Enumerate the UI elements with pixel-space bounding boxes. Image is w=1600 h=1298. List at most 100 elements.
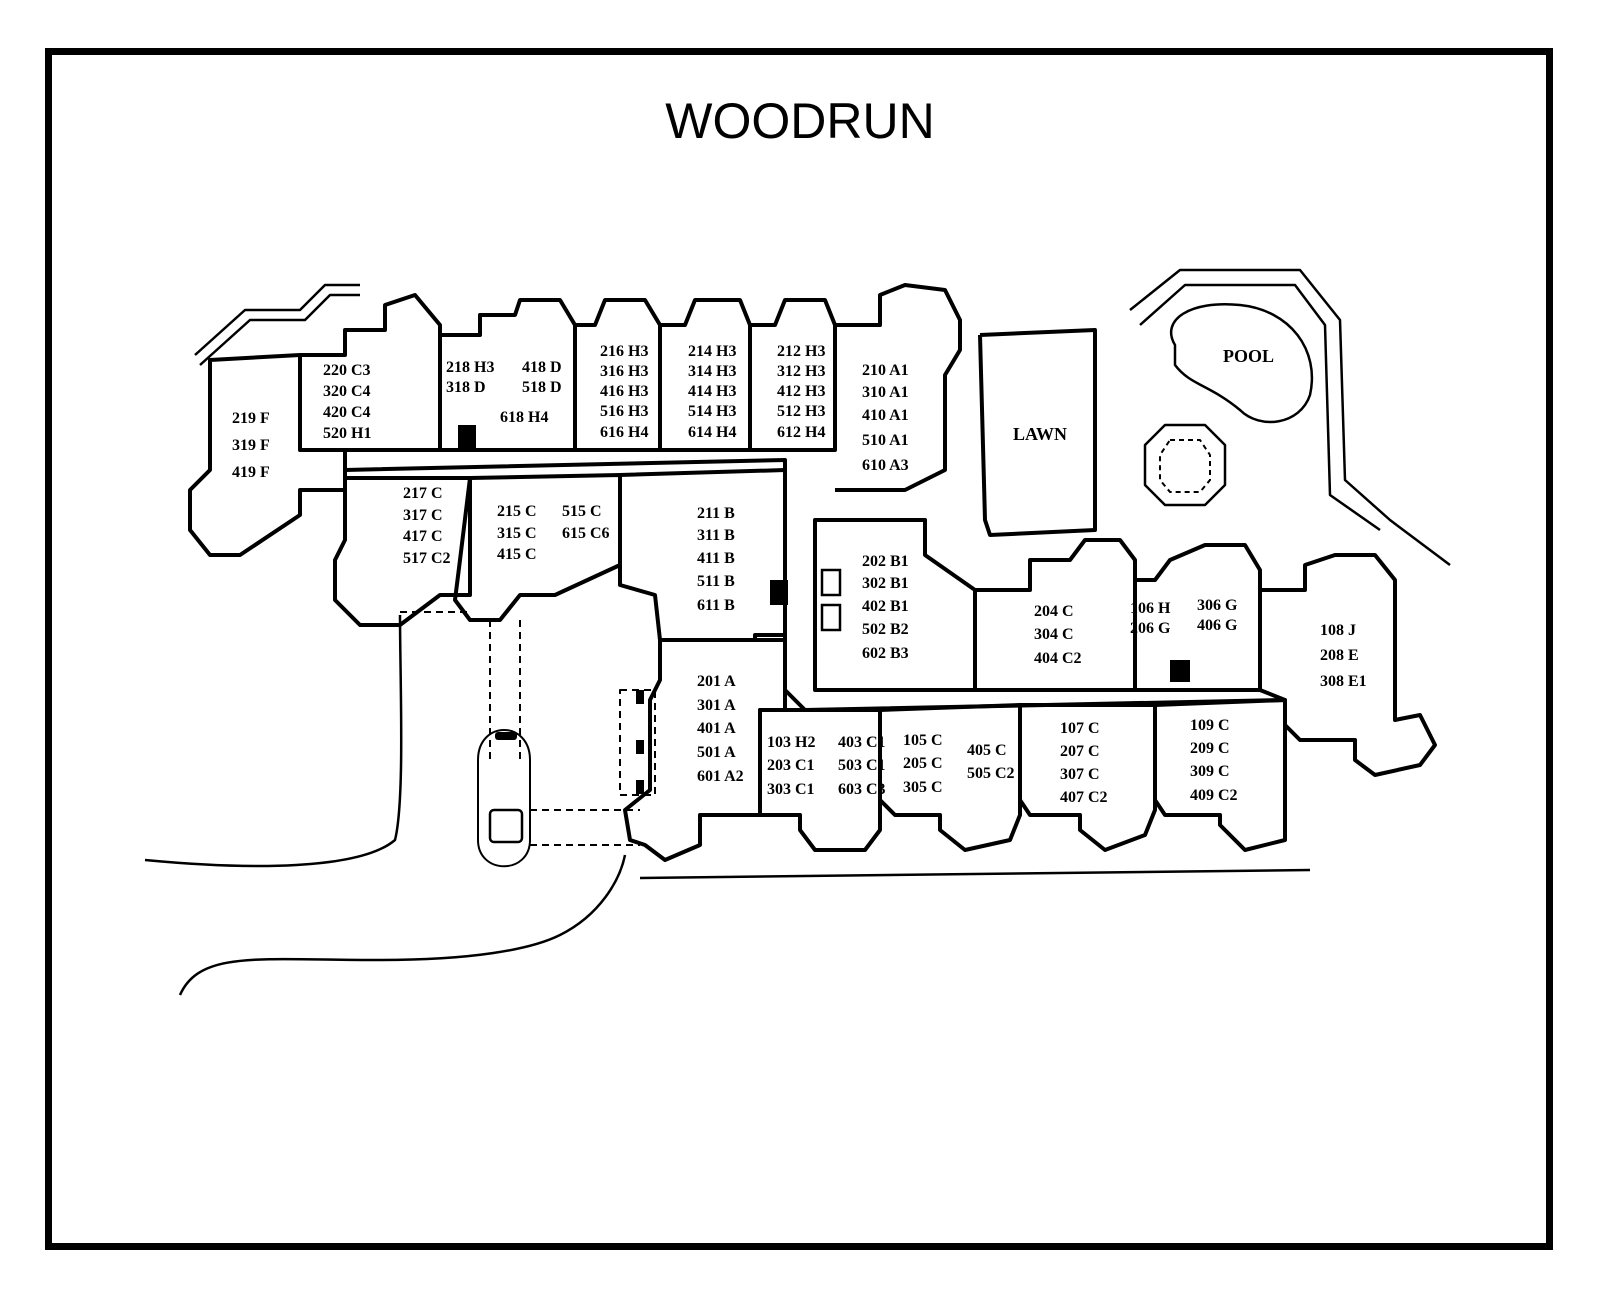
unit-block-103 — [758, 708, 882, 852]
room-label: 301 A — [697, 697, 736, 714]
room-label: 311 B — [697, 527, 735, 544]
room-label: 312 H3 — [777, 363, 825, 380]
room-label: 602 B3 — [862, 645, 909, 662]
unit-block-215 — [453, 473, 622, 622]
unit-block-220 — [300, 293, 442, 452]
room-label: 202 B1 — [862, 553, 909, 570]
stair-west — [458, 425, 476, 450]
unit-block-217 — [333, 476, 472, 627]
room-label: 503 C1 — [838, 757, 886, 774]
room-label: 614 H4 — [688, 424, 736, 441]
unit-block-108 — [1259, 553, 1437, 777]
room-label: 106 H — [1130, 600, 1171, 617]
room-label: 615 C6 — [562, 525, 610, 542]
lawn-boundary — [978, 328, 1097, 537]
pool-deck — [1129, 268, 1451, 566]
pool-shape — [1169, 302, 1314, 424]
room-label: 211 B — [697, 505, 735, 522]
room-label: 516 H3 — [600, 403, 648, 420]
room-label: 610 A3 — [862, 457, 909, 474]
room-label: 215 C — [497, 503, 537, 520]
room-label: 309 C — [1190, 763, 1230, 780]
room-label: 420 C4 — [323, 404, 371, 421]
room-label: 108 J — [1320, 622, 1356, 639]
room-label: 320 C4 — [323, 383, 371, 400]
room-label: 415 C — [497, 546, 537, 563]
parking-dashed — [619, 689, 656, 796]
room-label: 412 H3 — [777, 383, 825, 400]
room-label: 406 G — [1197, 617, 1238, 634]
room-label: 611 B — [697, 597, 735, 614]
room-label: 306 G — [1197, 597, 1238, 614]
room-label: 616 H4 — [600, 424, 648, 441]
room-label: 517 C2 — [403, 550, 451, 567]
spa-octagon — [1143, 423, 1227, 507]
room-label: 411 B — [697, 550, 735, 567]
room-label: 303 C1 — [767, 781, 815, 798]
access-road — [144, 614, 403, 868]
room-label: 518 D — [522, 379, 562, 396]
room-label: 515 C — [562, 503, 602, 520]
room-label: 409 C2 — [1190, 787, 1238, 804]
room-label: 510 A1 — [862, 432, 909, 449]
room-label: 209 C — [1190, 740, 1230, 757]
room-label: 315 C — [497, 525, 537, 542]
room-label: 402 B1 — [862, 598, 909, 615]
room-label: 618 H4 — [500, 409, 548, 426]
room-label: 414 H3 — [688, 383, 736, 400]
lawn-label: LAWN — [1013, 424, 1067, 444]
west-wing-outline — [188, 353, 347, 557]
elevator-2 — [820, 603, 842, 632]
room-label: 418 D — [522, 359, 562, 376]
room-label: 417 C — [403, 528, 443, 545]
parking-mark-3 — [636, 780, 644, 794]
room-label: 204 C — [1034, 603, 1074, 620]
north-block-210 — [835, 283, 962, 492]
pool-deck-inner — [1139, 283, 1381, 532]
room-label: 218 H3 — [446, 359, 494, 376]
pool-label: POOL — [1223, 346, 1274, 366]
room-label: 511 B — [697, 573, 735, 590]
diagonal-walk — [194, 283, 360, 366]
stair-center — [770, 580, 788, 605]
room-label: 419 F — [232, 464, 270, 481]
room-label: 214 H3 — [688, 343, 736, 360]
parking-mark-2 — [636, 740, 644, 754]
north-block-212 — [750, 298, 837, 452]
room-label: 501 A — [697, 744, 736, 761]
room-label: 305 C — [903, 779, 943, 796]
room-label: 105 C — [903, 732, 943, 749]
room-label: 601 A2 — [697, 768, 744, 785]
south-boundary-line — [639, 868, 1311, 880]
room-label: 310 A1 — [862, 384, 909, 401]
room-label: 317 C — [403, 507, 443, 524]
elevator-1 — [820, 568, 842, 597]
room-label: 520 H1 — [323, 425, 371, 442]
room-label: 207 C — [1060, 743, 1100, 760]
room-label: 216 H3 — [600, 343, 648, 360]
room-label: 612 H4 — [777, 424, 825, 441]
car-mark — [495, 732, 517, 740]
room-label: 410 A1 — [862, 407, 909, 424]
room-label: 302 B1 — [862, 575, 909, 592]
room-label: 210 A1 — [862, 362, 909, 379]
room-label: 206 G — [1130, 620, 1171, 637]
room-label: 212 H3 — [777, 343, 825, 360]
room-label: 203 C1 — [767, 757, 815, 774]
room-label: 109 C — [1190, 717, 1230, 734]
north-block-218 — [440, 298, 577, 452]
room-label: 103 H2 — [767, 734, 815, 751]
room-label: 416 H3 — [600, 383, 648, 400]
room-label: 319 F — [232, 437, 270, 454]
unit-block-106 — [1135, 543, 1262, 692]
room-label: 205 C — [903, 755, 943, 772]
room-label: 405 C — [967, 742, 1007, 759]
room-label: 208 E — [1320, 647, 1359, 664]
room-label: 512 H3 — [777, 403, 825, 420]
stair-east — [1170, 660, 1190, 682]
room-label: 603 C3 — [838, 781, 886, 798]
room-label: 502 B2 — [862, 621, 909, 638]
room-label: 401 A — [697, 720, 736, 737]
